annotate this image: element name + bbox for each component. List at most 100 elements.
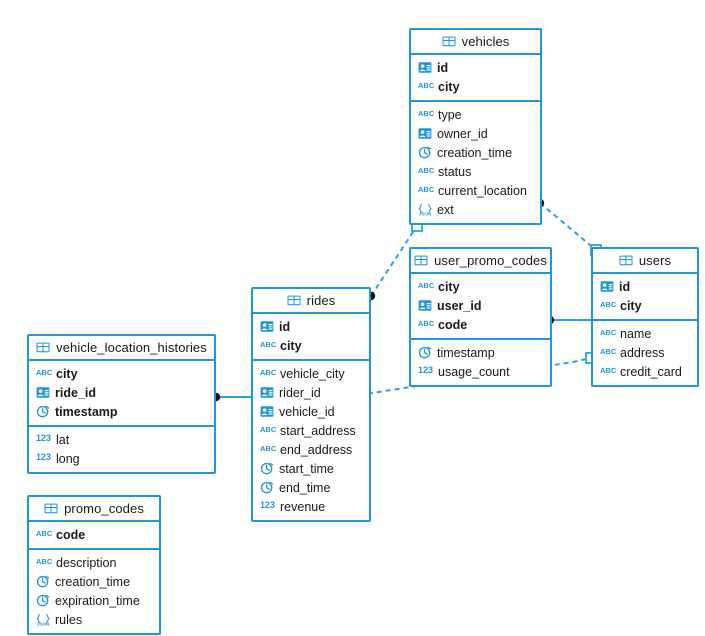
field-label: start_time [279, 461, 334, 476]
relationship-rel-upc-users[interactable] [545, 315, 591, 325]
field-label: vehicle_city [280, 366, 345, 381]
id-badge-icon [418, 127, 432, 140]
field-label: vehicle_id [279, 404, 335, 419]
table-grid-icon [619, 254, 633, 267]
column-row[interactable]: owner_id [411, 124, 540, 143]
field-label: status [438, 164, 472, 179]
primary-key-row[interactable]: id [253, 317, 369, 336]
id-badge-icon [418, 61, 432, 74]
123-icon: 123 [418, 365, 434, 375]
table-grid-icon [287, 294, 301, 307]
abc-icon: ABC [36, 368, 53, 377]
field-label: ride_id [55, 385, 96, 400]
field-label: start_address [280, 423, 356, 438]
abc-icon: ABC [36, 529, 53, 538]
id-badge-icon [600, 280, 614, 293]
clock-icon [36, 405, 50, 418]
abc-icon: ABC [418, 281, 435, 290]
abc-icon: ABC [418, 109, 435, 118]
abc-icon: ABC [600, 347, 617, 356]
column-row[interactable]: timestamp [411, 343, 550, 362]
field-label: city [620, 298, 642, 313]
abc-icon: ABC [418, 81, 435, 90]
table-header-vehicles[interactable]: vehicles [411, 30, 540, 55]
svg-text:JSON: JSON [419, 211, 432, 216]
table-header-users[interactable]: users [593, 249, 697, 274]
field-label: rules [55, 612, 83, 627]
column-row[interactable]: end_time [253, 478, 369, 497]
field-label: credit_card [620, 364, 682, 379]
column-row[interactable]: vehicle_id [253, 402, 369, 421]
field-label: code [56, 527, 86, 542]
field-label: code [438, 317, 468, 332]
table-header-vehicle_location_histories[interactable]: vehicle_location_histories [29, 336, 214, 361]
field-label: user_id [437, 298, 482, 313]
123-icon: 123 [260, 500, 276, 510]
id-badge-icon [418, 299, 432, 312]
field-label: end_address [280, 442, 353, 457]
clock-icon [418, 146, 432, 159]
abc-icon: ABC [260, 368, 277, 377]
column-row[interactable]: creation_time [411, 143, 540, 162]
table-header-promo_codes[interactable]: promo_codes [29, 497, 159, 522]
table-header-rides[interactable]: rides [253, 289, 369, 314]
primary-key-row[interactable]: id [411, 58, 540, 77]
field-label: city [438, 279, 460, 294]
field-label: end_time [279, 480, 331, 495]
relationship-rel-vlh-rides[interactable] [211, 392, 251, 402]
clock-icon [36, 575, 50, 588]
table-title: users [638, 253, 672, 268]
field-label: revenue [280, 499, 326, 514]
primary-key-row[interactable]: user_id [411, 296, 550, 315]
column-row[interactable]: start_time [253, 459, 369, 478]
primary-key-row[interactable]: id [593, 277, 697, 296]
column-row[interactable]: 123 revenue [253, 497, 369, 516]
field-label: description [56, 555, 117, 570]
id-badge-icon [260, 405, 274, 418]
table-header-user_promo_codes[interactable]: user_promo_codes [411, 249, 550, 274]
abc-icon: ABC [418, 166, 435, 175]
json-icon: JSON [418, 203, 432, 216]
clock-icon [260, 481, 274, 494]
column-row[interactable]: creation_time [29, 572, 159, 591]
field-label: city [438, 79, 460, 94]
primary-key-row[interactable]: timestamp [29, 402, 214, 421]
primary-key-row[interactable]: ride_id [29, 383, 214, 402]
id-badge-icon [260, 320, 274, 333]
column-row[interactable]: rider_id [253, 383, 369, 402]
column-row[interactable]: expiration_time [29, 591, 159, 610]
